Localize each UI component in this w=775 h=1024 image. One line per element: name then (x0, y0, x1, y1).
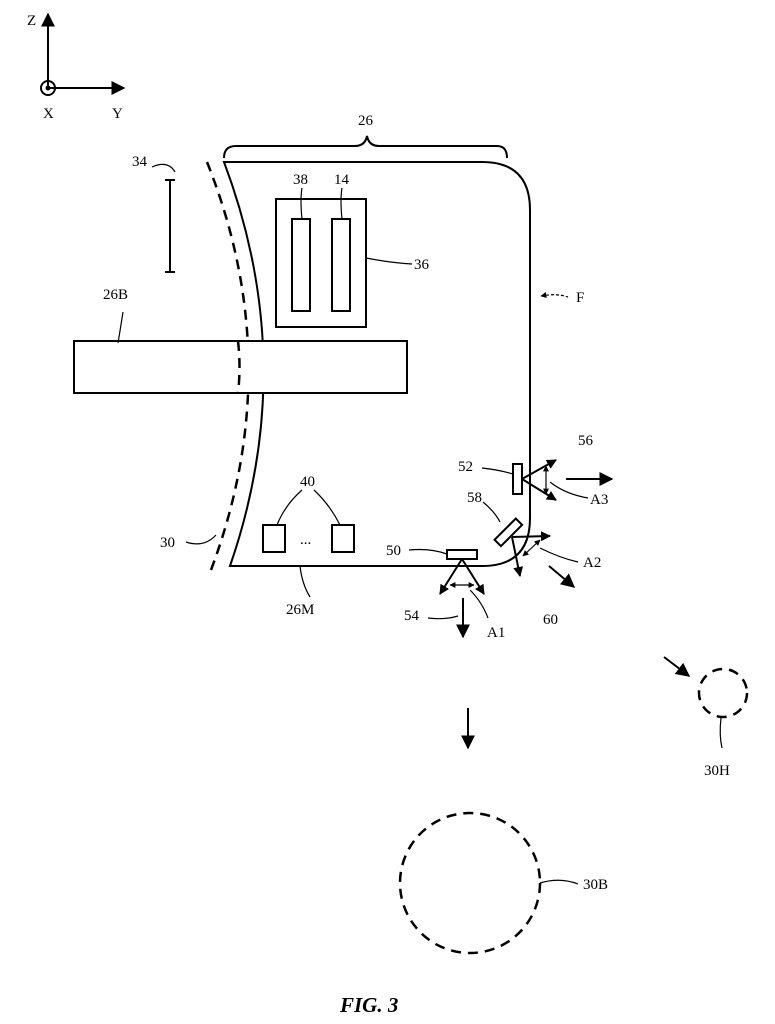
label-36: 36 (414, 257, 430, 273)
label-F: F (576, 290, 584, 306)
label-26M: 26M (286, 602, 314, 618)
target-30B (400, 813, 540, 953)
label-14: 14 (334, 172, 350, 188)
beam-58-lower (512, 537, 520, 576)
component-14 (332, 219, 350, 311)
arrow-60 (549, 566, 574, 587)
label-34: 34 (132, 154, 148, 170)
figure-caption: FIG. 3 (339, 993, 398, 1017)
label-A2: A2 (583, 555, 601, 571)
component-40-b (332, 525, 354, 552)
target-30H (699, 669, 747, 717)
label-26B: 26B (103, 287, 128, 303)
coordinate-axes: Z X Y (27, 13, 124, 122)
leader-40-a (277, 490, 302, 525)
leader-30H (720, 718, 722, 748)
brace-26 (224, 136, 507, 158)
beam-58-upper (512, 536, 550, 537)
leader-54 (428, 616, 458, 619)
leader-26M (300, 566, 310, 597)
beam-50-right (462, 559, 484, 594)
beam-52-upper (522, 460, 556, 479)
sensor-58 (495, 519, 523, 547)
component-40-a (263, 525, 285, 552)
arrow-to-30H (664, 657, 689, 676)
leader-34 (152, 164, 175, 172)
label-50: 50 (386, 543, 401, 559)
label-A3: A3 (590, 492, 608, 508)
label-30B: 30B (583, 877, 608, 893)
x-axis-dot (46, 86, 51, 91)
sensor-52 (513, 464, 522, 494)
arrow-F (541, 295, 568, 297)
leader-58 (483, 502, 500, 522)
label-58: 58 (467, 490, 482, 506)
label-30: 30 (160, 535, 175, 551)
label-54: 54 (404, 608, 420, 624)
component-36 (276, 199, 366, 327)
leader-A1 (470, 590, 488, 618)
label-A1: A1 (487, 625, 505, 641)
leader-A2 (540, 548, 578, 562)
leader-26B (118, 312, 123, 343)
leader-40-b (314, 490, 340, 525)
leader-30B (540, 880, 578, 884)
label-38: 38 (293, 172, 308, 188)
label-26: 26 (358, 113, 374, 129)
leader-A3 (550, 482, 588, 498)
leader-52 (482, 468, 513, 474)
leader-36 (366, 258, 412, 264)
label-30H: 30H (704, 763, 730, 779)
beam-50-left (440, 559, 462, 594)
z-axis-label: Z (27, 13, 36, 29)
ellipsis-40: ... (300, 532, 311, 548)
label-52: 52 (458, 459, 473, 475)
label-56: 56 (578, 433, 594, 449)
sensor-50 (447, 550, 477, 559)
y-axis-label: Y (112, 106, 123, 122)
leader-30 (186, 535, 216, 544)
label-60: 60 (543, 612, 558, 628)
component-38 (292, 219, 310, 311)
label-40: 40 (300, 474, 315, 490)
leader-50 (409, 550, 447, 555)
x-axis-label: X (43, 106, 54, 122)
